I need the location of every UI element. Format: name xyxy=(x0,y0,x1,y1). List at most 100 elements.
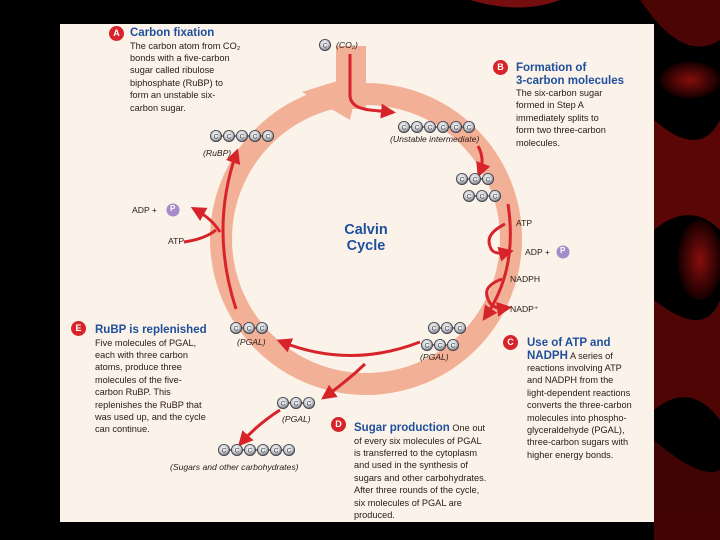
carbon-atom-icon xyxy=(488,189,501,202)
carbon-letter: C xyxy=(451,343,456,350)
step-e-line: replenishes the RuBP that xyxy=(95,399,202,410)
arrow-c-to-e xyxy=(276,338,421,357)
carbon-letter: C xyxy=(281,401,286,408)
carbon-letter: C xyxy=(261,448,266,455)
atp-right-in xyxy=(487,222,506,247)
carbon-letter: C xyxy=(222,448,227,455)
step-d-line: sugars and other carbohydrates. xyxy=(354,472,487,483)
step-a-line: form an unstable six- xyxy=(130,90,216,101)
carbon-letter: C xyxy=(467,125,472,132)
nadp-out xyxy=(486,298,512,317)
step-b-title-line2: 3-carbon molecules xyxy=(516,74,625,87)
carbon-letter: C xyxy=(480,194,485,201)
step-d-line: produced. xyxy=(354,509,395,520)
adp-right-out xyxy=(488,245,514,262)
step-d-line: is transferred to the cytoplasm xyxy=(354,447,478,458)
carbon-letter: C xyxy=(260,326,265,333)
step-a-badge: A xyxy=(109,26,124,41)
arrow-e-to-a xyxy=(221,148,241,310)
step-b-line: immediately splits to xyxy=(516,112,599,123)
carbon-atom-icon xyxy=(255,321,268,334)
nadp-label: NADP⁺ xyxy=(510,304,539,314)
carbon-atom-icon xyxy=(282,443,295,456)
carbon-letter: C xyxy=(323,43,328,50)
step-c-text: Use of ATP and NADPH A series of reactio… xyxy=(527,337,653,461)
step-b-line: form two three-carbon xyxy=(516,125,606,136)
carbon-letter: C xyxy=(493,194,498,201)
carbon-letter: C xyxy=(415,125,420,132)
step-c-line: and NADPH from the xyxy=(527,375,614,386)
atp-left-in xyxy=(183,228,217,244)
step-a-title: Carbon fixation xyxy=(130,27,215,39)
co2-molecule: C xyxy=(318,38,331,51)
step-d-text: Sugar production One out of every six mo… xyxy=(354,422,514,521)
arrow-sugars-down xyxy=(238,408,281,447)
carbon-letter: C xyxy=(274,448,279,455)
carbon-atom-icon xyxy=(453,321,466,334)
step-c-title-line1: Use of ATP and xyxy=(527,337,611,349)
step-e-title: RuBP is replenished xyxy=(95,324,207,336)
carbon-atom-icon xyxy=(462,121,475,134)
carbon-letter: C xyxy=(234,326,239,333)
step-c-title-tail: A series of xyxy=(569,350,613,361)
carbon-letter: C xyxy=(441,125,446,132)
arrow-sugar-out xyxy=(321,362,367,400)
carbon-letter: C xyxy=(240,134,245,141)
step-a-line: biphosphate (RuBP) to xyxy=(130,77,223,88)
carbon-letter: C xyxy=(247,326,252,333)
step-e-line: Five molecules of PGAL, xyxy=(95,337,197,348)
step-d-badge: D xyxy=(331,417,346,432)
step-b-line: formed in Step A xyxy=(516,100,584,111)
phosphate-right-letter: P xyxy=(560,246,566,255)
step-e-line: was used up, and the cycle xyxy=(95,411,206,422)
adp-p-right-label: ADP + xyxy=(525,247,550,257)
carbon-letter: C xyxy=(214,134,219,141)
carbon-letter: C xyxy=(467,194,472,201)
step-b-line: molecules. xyxy=(516,137,560,148)
co2-arrow xyxy=(348,54,396,119)
atp-right-label: ATP xyxy=(516,218,533,228)
sugars-label: (Sugars and other carbohydrates) xyxy=(170,462,299,472)
step-d-line: and used in the synthesis of xyxy=(354,460,468,471)
step-e-line: carbon RuBP. This xyxy=(95,387,171,398)
unstable-label: (Unstable intermediate) xyxy=(390,134,480,144)
carbon-atom-icon xyxy=(318,38,331,51)
step-a-line: The carbon atom from CO₂ xyxy=(130,40,241,51)
step-a-line: carbon sugar. xyxy=(130,102,186,113)
step-c-badge: C xyxy=(503,335,518,350)
split-molecules: C C C C C C xyxy=(455,172,501,202)
step-b-title-line1: Formation of xyxy=(516,62,587,74)
carbon-letter: C xyxy=(428,125,433,132)
step-e-line: each with three carbon xyxy=(95,349,188,360)
carbon-letter: C xyxy=(460,177,465,184)
nadph-label: NADPH xyxy=(510,274,541,284)
rubp-label: (RuBP) xyxy=(203,148,232,158)
step-c-title-line2: NADPH xyxy=(527,349,568,362)
step-c-line: glyceraldehyde (PGAL), xyxy=(527,425,625,436)
step-b-line: The six-carbon sugar xyxy=(516,88,603,98)
step-e-line: can continue. xyxy=(95,424,150,435)
carbon-letter: C xyxy=(432,326,437,333)
nadph-in xyxy=(485,277,503,300)
carbon-letter: C xyxy=(438,343,443,350)
carbon-letter: C xyxy=(248,448,253,455)
carbon-letter: C xyxy=(486,177,491,184)
step-c-line: reactions involving ATP xyxy=(527,363,622,373)
co2-label: (CO₂) xyxy=(336,40,358,50)
carbon-letter: C xyxy=(473,177,478,184)
carbon-letter: C xyxy=(235,448,240,455)
pgal-left-label: (PGAL) xyxy=(237,337,266,347)
step-d-line: After three rounds of the cycle, xyxy=(354,485,480,496)
pgal-out-label: (PGAL) xyxy=(282,414,311,424)
arrow-split xyxy=(476,145,491,178)
step-e-text: RuBP is replenished Five molecules of PG… xyxy=(95,324,235,436)
atp-left-branch xyxy=(190,207,222,233)
step-d-line: of every six molecules of PGAL xyxy=(354,435,482,446)
